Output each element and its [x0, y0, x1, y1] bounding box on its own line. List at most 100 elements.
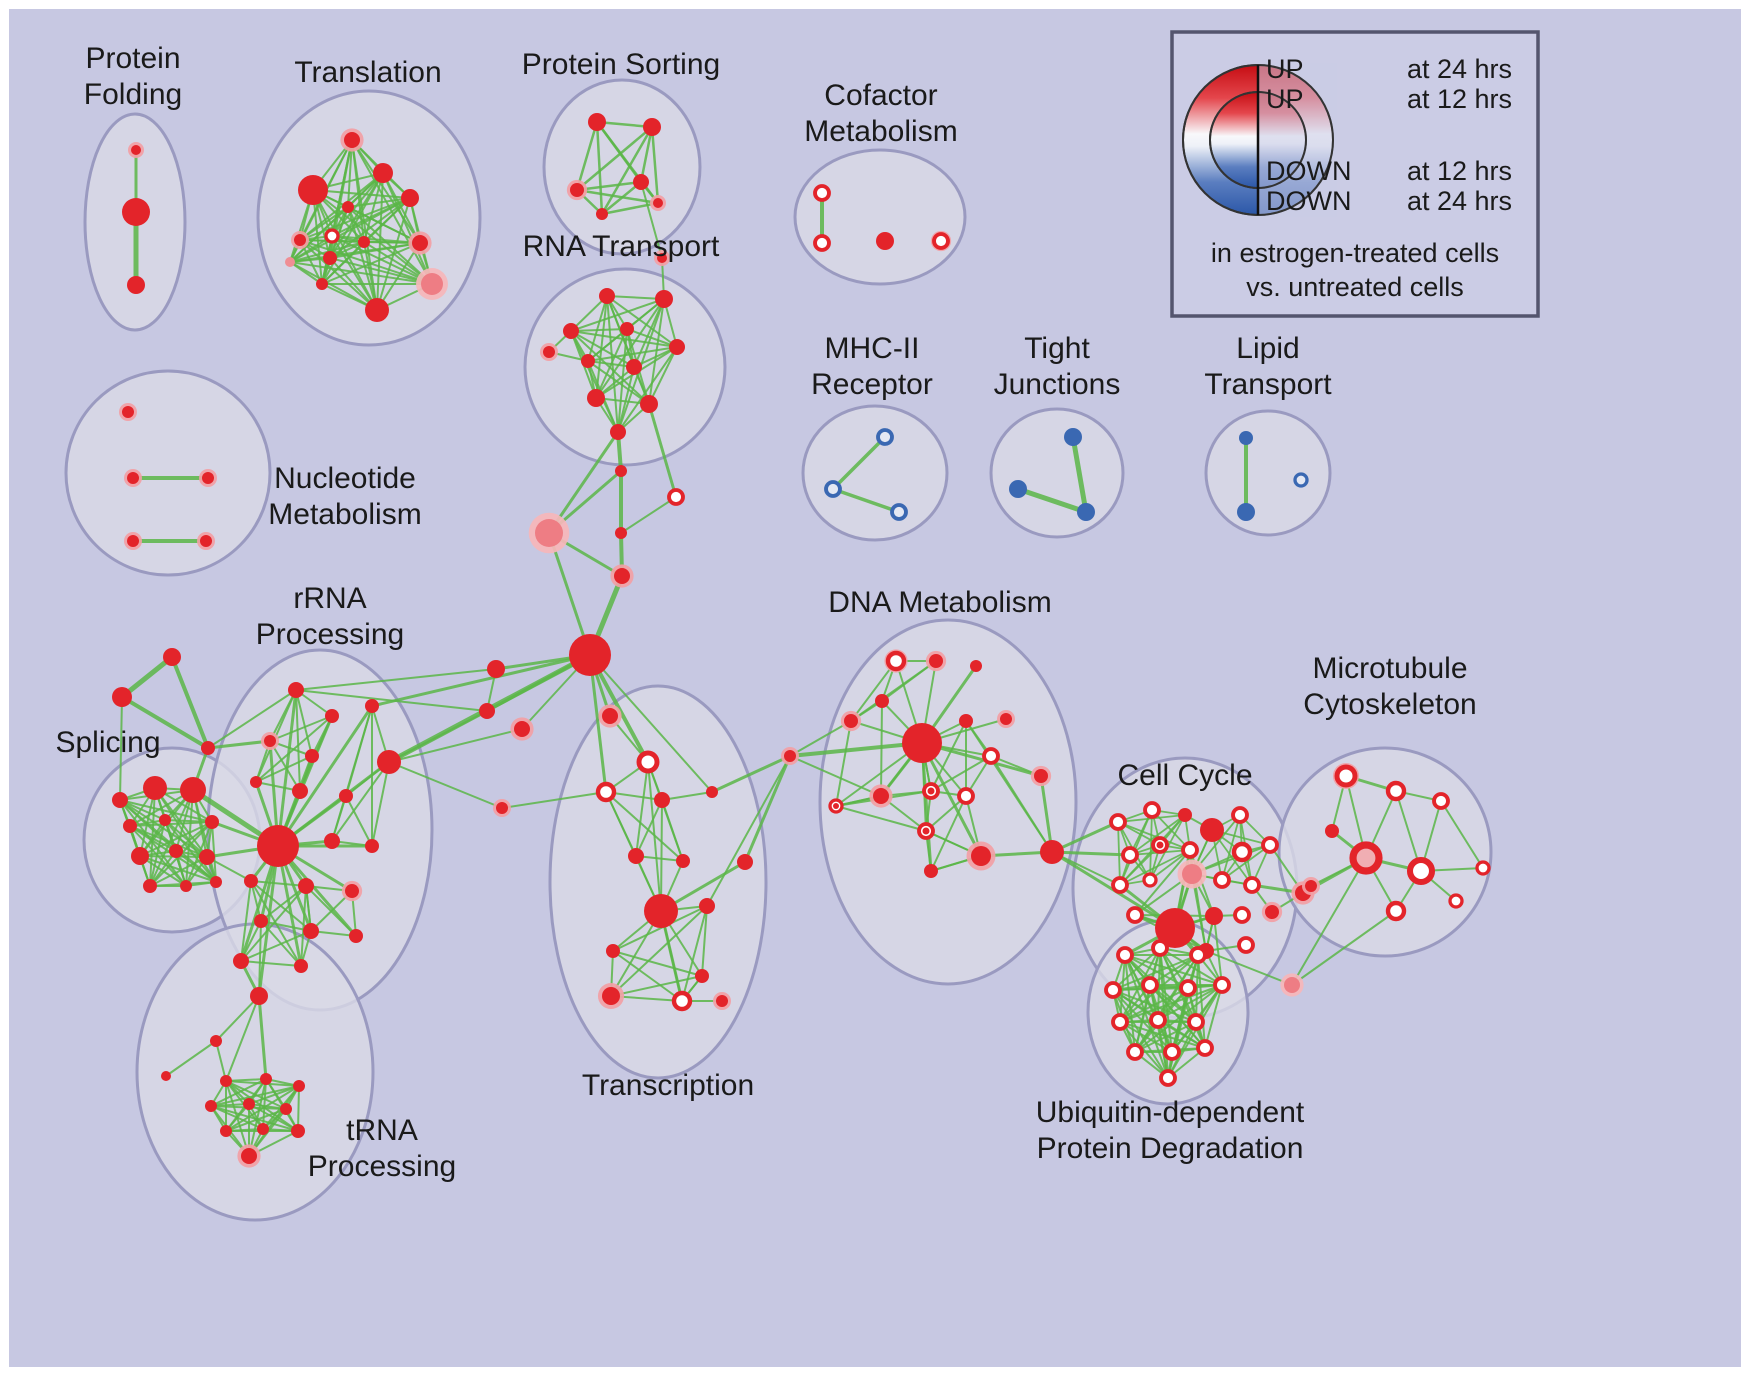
edge-tl6-tl12 — [299, 239, 378, 311]
node-tx15 — [737, 854, 753, 870]
node-cf4 — [932, 232, 950, 250]
node-ct5 — [614, 568, 630, 584]
node-cc2 — [1143, 801, 1161, 819]
node-sp11 — [180, 880, 192, 892]
edge-ub8-ub13 — [1119, 1021, 1206, 1049]
node-cc8 — [1181, 841, 1199, 859]
label-nucleotide-metabolism: Nucleotide — [274, 462, 416, 495]
edge-rr6-rr11 — [331, 761, 390, 842]
edge-tn6-tn7 — [210, 1085, 300, 1107]
edge-e1-dm4 — [789, 720, 852, 757]
edge-ct6-rr3 — [370, 653, 592, 708]
edge-tl10-tl12 — [376, 242, 421, 311]
node-ub10 — [1187, 1013, 1205, 1031]
edge-st1-st2 — [119, 654, 175, 700]
edge-cc7-cc11 — [1119, 844, 1161, 886]
cluster-protein-sorting — [542, 78, 702, 256]
edge-mh1-mh2 — [831, 435, 887, 491]
edge-rt3-rt4 — [570, 328, 628, 332]
node-cf2 — [813, 234, 831, 252]
node-tl8 — [323, 251, 337, 265]
edge-ub7-ub13 — [1204, 984, 1223, 1049]
edge-dm6-dm16 — [920, 741, 983, 858]
node-tn9 — [280, 1103, 292, 1115]
node-sp6 — [205, 815, 219, 829]
node-ub14 — [1159, 1069, 1177, 1087]
node-rr5 — [305, 749, 319, 763]
edge-dm6-dm10 — [920, 741, 1043, 778]
edge-sp6-sp12 — [211, 821, 217, 883]
node-ub9 — [1149, 1011, 1167, 1029]
edge-tj2-tj3 — [1015, 486, 1089, 515]
node-cf3 — [876, 232, 894, 250]
edge-rt10-ct3 — [547, 430, 620, 535]
edge-ub3-ub4 — [1112, 954, 1199, 991]
node-tl7 — [324, 228, 340, 244]
node-rr3 — [365, 699, 379, 713]
node-tn1 — [250, 987, 268, 1005]
node-nm2 — [127, 472, 139, 484]
label-tight-junctions-line2: Junctions — [994, 368, 1121, 401]
node-cc16 — [1155, 908, 1195, 948]
node-tl3 — [373, 163, 393, 183]
legend-dir-3: DOWN — [1266, 186, 1351, 216]
legend-caption-1: vs. untreated cells — [1246, 272, 1464, 302]
edge-rt7-rt10 — [617, 366, 635, 433]
node-rr1 — [288, 682, 304, 698]
edge-dm9-dm12 — [930, 755, 992, 792]
edge-dm18-cc6 — [1050, 850, 1132, 857]
edge-rr14-rr16 — [260, 885, 307, 922]
node-cc17 — [1205, 907, 1223, 925]
edge-tn8-tn12 — [248, 1103, 299, 1132]
node-ps7 — [657, 253, 667, 263]
label-lipid-transport-line2: Transport — [1204, 368, 1332, 401]
edge-tl10-tl14 — [289, 242, 421, 263]
edge-tx9-tx13 — [681, 905, 708, 1002]
edge-rr5-rr7 — [255, 755, 313, 783]
edge-cc2-cc11 — [1119, 809, 1153, 886]
node-nm4 — [127, 535, 139, 547]
node-tn4 — [220, 1075, 232, 1087]
edge-tx9-tx11 — [701, 905, 708, 977]
edge-rt4-rt6 — [587, 328, 628, 362]
edge-tl1-tl10 — [351, 139, 421, 244]
node-ub3 — [1189, 946, 1207, 964]
node-sp4 — [123, 819, 137, 833]
legend-time-0: at 24 hrs — [1407, 54, 1512, 84]
node-dm9 — [982, 747, 1000, 765]
edge-ub10-ub11 — [1134, 1021, 1197, 1053]
node-e1 — [784, 750, 796, 762]
edge-rr9-rr12 — [345, 795, 373, 847]
cluster-mhc-ii-receptor — [801, 404, 949, 542]
node-tn8 — [243, 1098, 255, 1110]
node-ps4 — [633, 174, 649, 190]
edge-sp7-sp11 — [139, 855, 187, 887]
edge-ub2-ub4 — [1112, 947, 1161, 991]
edge-ub5-ub13 — [1149, 984, 1206, 1049]
edge-rt5-rt9 — [648, 346, 678, 405]
edge-tl6-tl11 — [299, 239, 433, 285]
edge-tl4-tl14 — [289, 197, 411, 263]
node-ct1 — [615, 465, 627, 477]
label-lipid-transport: Lipid — [1236, 332, 1299, 365]
node-cc20 — [1126, 906, 1144, 924]
node-ub4 — [1104, 981, 1122, 999]
edge-ps1-ps5 — [595, 120, 604, 216]
edge-tx9-e1 — [706, 755, 791, 907]
edge-tn7-tn12 — [210, 1105, 299, 1132]
edge-tl7-tl14 — [289, 235, 333, 263]
edge-rt1-rt8 — [595, 295, 608, 399]
node-dm4 — [844, 714, 858, 728]
edge-sp8-sp12 — [175, 850, 217, 883]
node-cc6 — [1121, 846, 1139, 864]
label-cell-cycle: Cell Cycle — [1117, 759, 1252, 792]
edge-ps4-ps5 — [600, 180, 643, 216]
label-mhc-ii-receptor: MHC-II — [825, 332, 920, 365]
node-ps3 — [570, 183, 584, 197]
edge-sp1-sp5 — [119, 799, 166, 821]
edge-rr16-rr17 — [260, 920, 312, 932]
edge-tl10-tl13 — [321, 242, 421, 285]
node-cc18 — [1233, 906, 1251, 924]
